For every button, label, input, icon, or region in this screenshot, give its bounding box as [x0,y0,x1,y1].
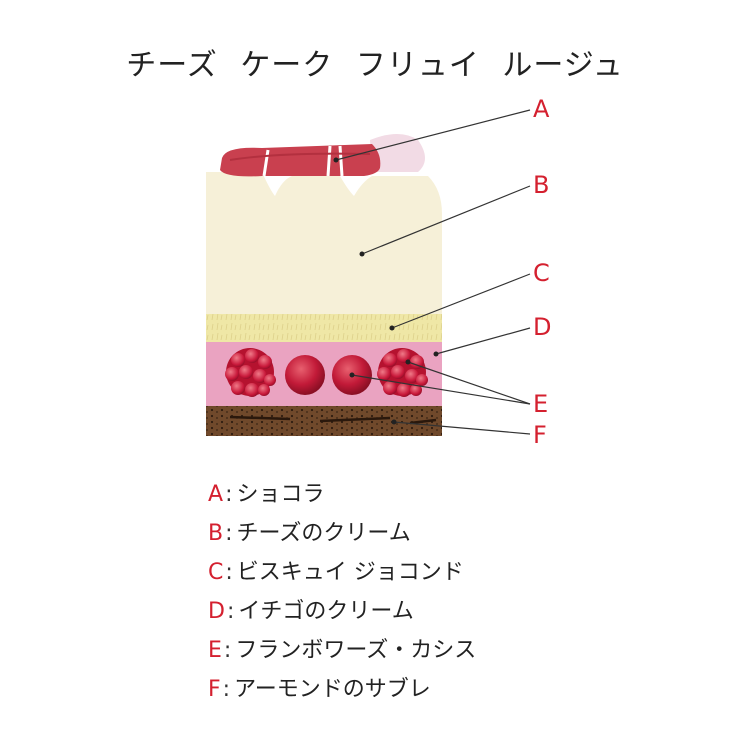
legend-separator: : [225,560,233,585]
chocolate-stripes [262,145,344,177]
label-f: F [533,421,547,449]
chocolate-pink-tip [370,134,425,172]
legend-item: D:イチゴのクリーム [208,597,476,636]
legend-separator: : [225,521,233,546]
sable-crumbs [229,415,437,425]
legend-name: ビスキュイ ジョコンド [236,560,464,585]
legend-item: F:アーモンドのサブレ [208,675,476,714]
leader-lines [335,109,531,435]
legend-separator: : [225,482,233,507]
legend-item: A:ショコラ [208,480,476,519]
chocolate-decoration [220,144,381,177]
legend-separator: : [226,599,235,624]
legend-name: ショコラ [236,482,325,507]
legend-key: E [208,638,222,663]
biscuit-layer [206,314,442,342]
legend-name: チーズのクリーム [236,521,411,546]
legend-separator: : [222,677,231,702]
cassis-ball [285,355,325,395]
raspberry-right [377,348,428,397]
legend-key: C [208,560,224,585]
legend-key: F [208,677,221,702]
diagram-title: チーズ ケーク フリュイ ルージュ [0,40,750,84]
legend-name: アーモンドのサブレ [234,677,431,702]
title-word: チーズ [126,48,218,83]
label-b: B [533,171,549,199]
legend-item: C:ビスキュイ ジョコンド [208,558,476,597]
legend-key: B [208,521,224,546]
label-e: E [533,390,548,418]
legend-name: イチゴのクリーム [238,599,414,624]
leader-dots [333,157,439,425]
raspberry-left [225,348,276,397]
legend-item: E:フランボワーズ・カシス [208,636,476,675]
legend-separator: : [223,638,232,663]
legend-key: A [208,482,224,507]
legend-item: B:チーズのクリーム [208,519,476,558]
title-word: ケーク [240,48,334,83]
chocolate-shading [229,152,371,161]
legend: A:ショコラ B:チーズのクリーム C:ビスキュイ ジョコンド D:イチゴのクリ… [208,480,476,714]
title-word: フリュイ [355,48,480,83]
label-d: D [533,313,551,341]
label-c: C [533,259,550,287]
label-a: A [533,95,550,123]
title-word: ルージュ [502,48,624,83]
legend-key: D [208,599,225,624]
legend-name: フランボワーズ・カシス [235,638,477,663]
cheese-cream-layer [206,172,442,314]
